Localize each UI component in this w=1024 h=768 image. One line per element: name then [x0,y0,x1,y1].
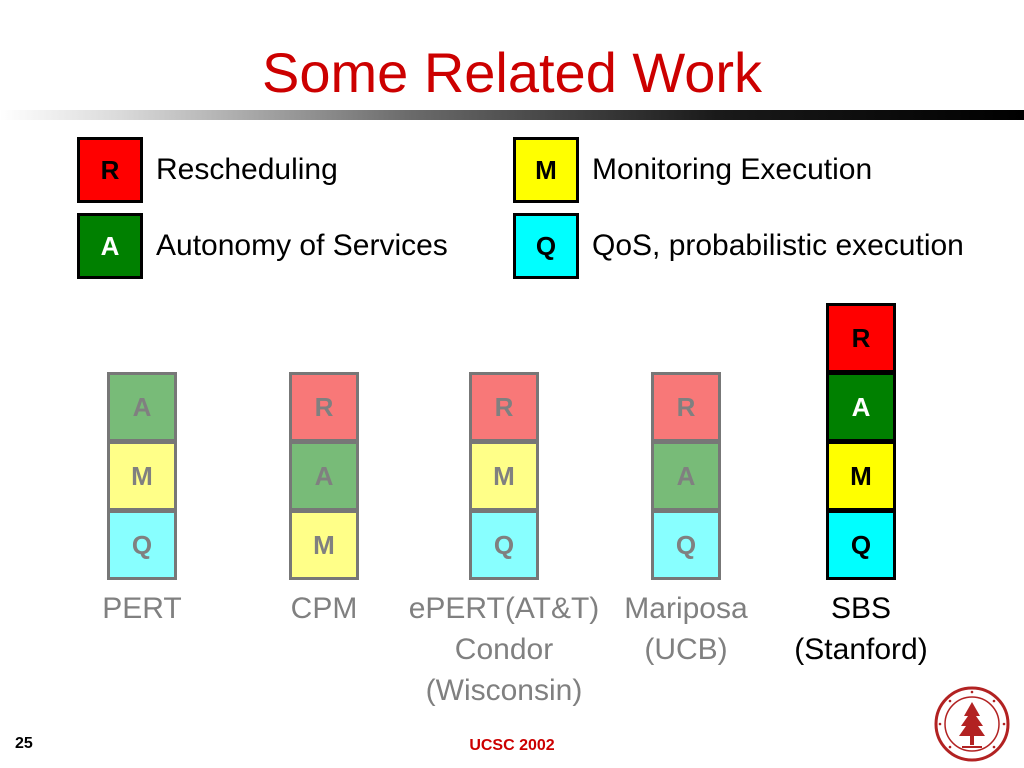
legend-label-a: Autonomy of Services [156,229,448,262]
column-4-label: Mariposa (UCB) [566,588,806,670]
legend-label-r: Rescheduling [156,153,338,186]
column-3-label: ePERT(AT&T) Condor (Wisconsin) [384,588,624,711]
column-3-label-line: ePERT(AT&T) [408,592,600,625]
column-1-cell-a: A [107,372,177,442]
column-5-cell-m: M [826,441,896,511]
column-4-cell-a: A [651,441,721,511]
column-1-label: PERT [22,588,262,629]
column-4-label-line: (UCB) [644,633,728,666]
column-3-label-line: Condor [454,633,554,666]
legend-box-a: A [77,213,143,279]
legend-box-r: R [77,137,143,203]
slide-title: Some Related Work [261,41,763,104]
stanford-seal-icon [934,686,1010,762]
legend-box-q: Q [513,213,579,279]
legend-label-m: Monitoring Execution [592,153,873,186]
column-2-label: CPM [204,588,444,629]
column-1-label-line: PERT [102,592,182,625]
column-3-cell-m: M [469,441,539,511]
column-5-label: SBS (Stanford) [741,588,981,670]
column-3-label-line: (Wisconsin) [425,674,583,707]
title-divider [0,110,1024,120]
column-1-cell-m: M [107,441,177,511]
column-2-label-line: CPM [290,592,358,625]
column-5-label-line: SBS [830,592,892,625]
legend-label-q: QoS, probabilistic execution [592,229,964,262]
column-4-cell-r: R [651,372,721,442]
column-4-label-line: Mariposa [624,592,748,625]
page-number: 25 [15,735,33,752]
column-2-cell-r: R [289,372,359,442]
column-3-cell-q: Q [469,510,539,580]
column-1-cell-q: Q [107,510,177,580]
footer-text: UCSC 2002 [469,737,555,754]
legend-box-m: M [513,137,579,203]
column-4-cell-q: Q [651,510,721,580]
column-2-cell-m: M [289,510,359,580]
column-5-cell-a: A [826,372,896,442]
column-5-label-line: (Stanford) [794,633,928,666]
column-3-cell-r: R [469,372,539,442]
column-5-cell-r: R [826,303,896,373]
column-2-cell-a: A [289,441,359,511]
column-5-cell-q: Q [826,510,896,580]
